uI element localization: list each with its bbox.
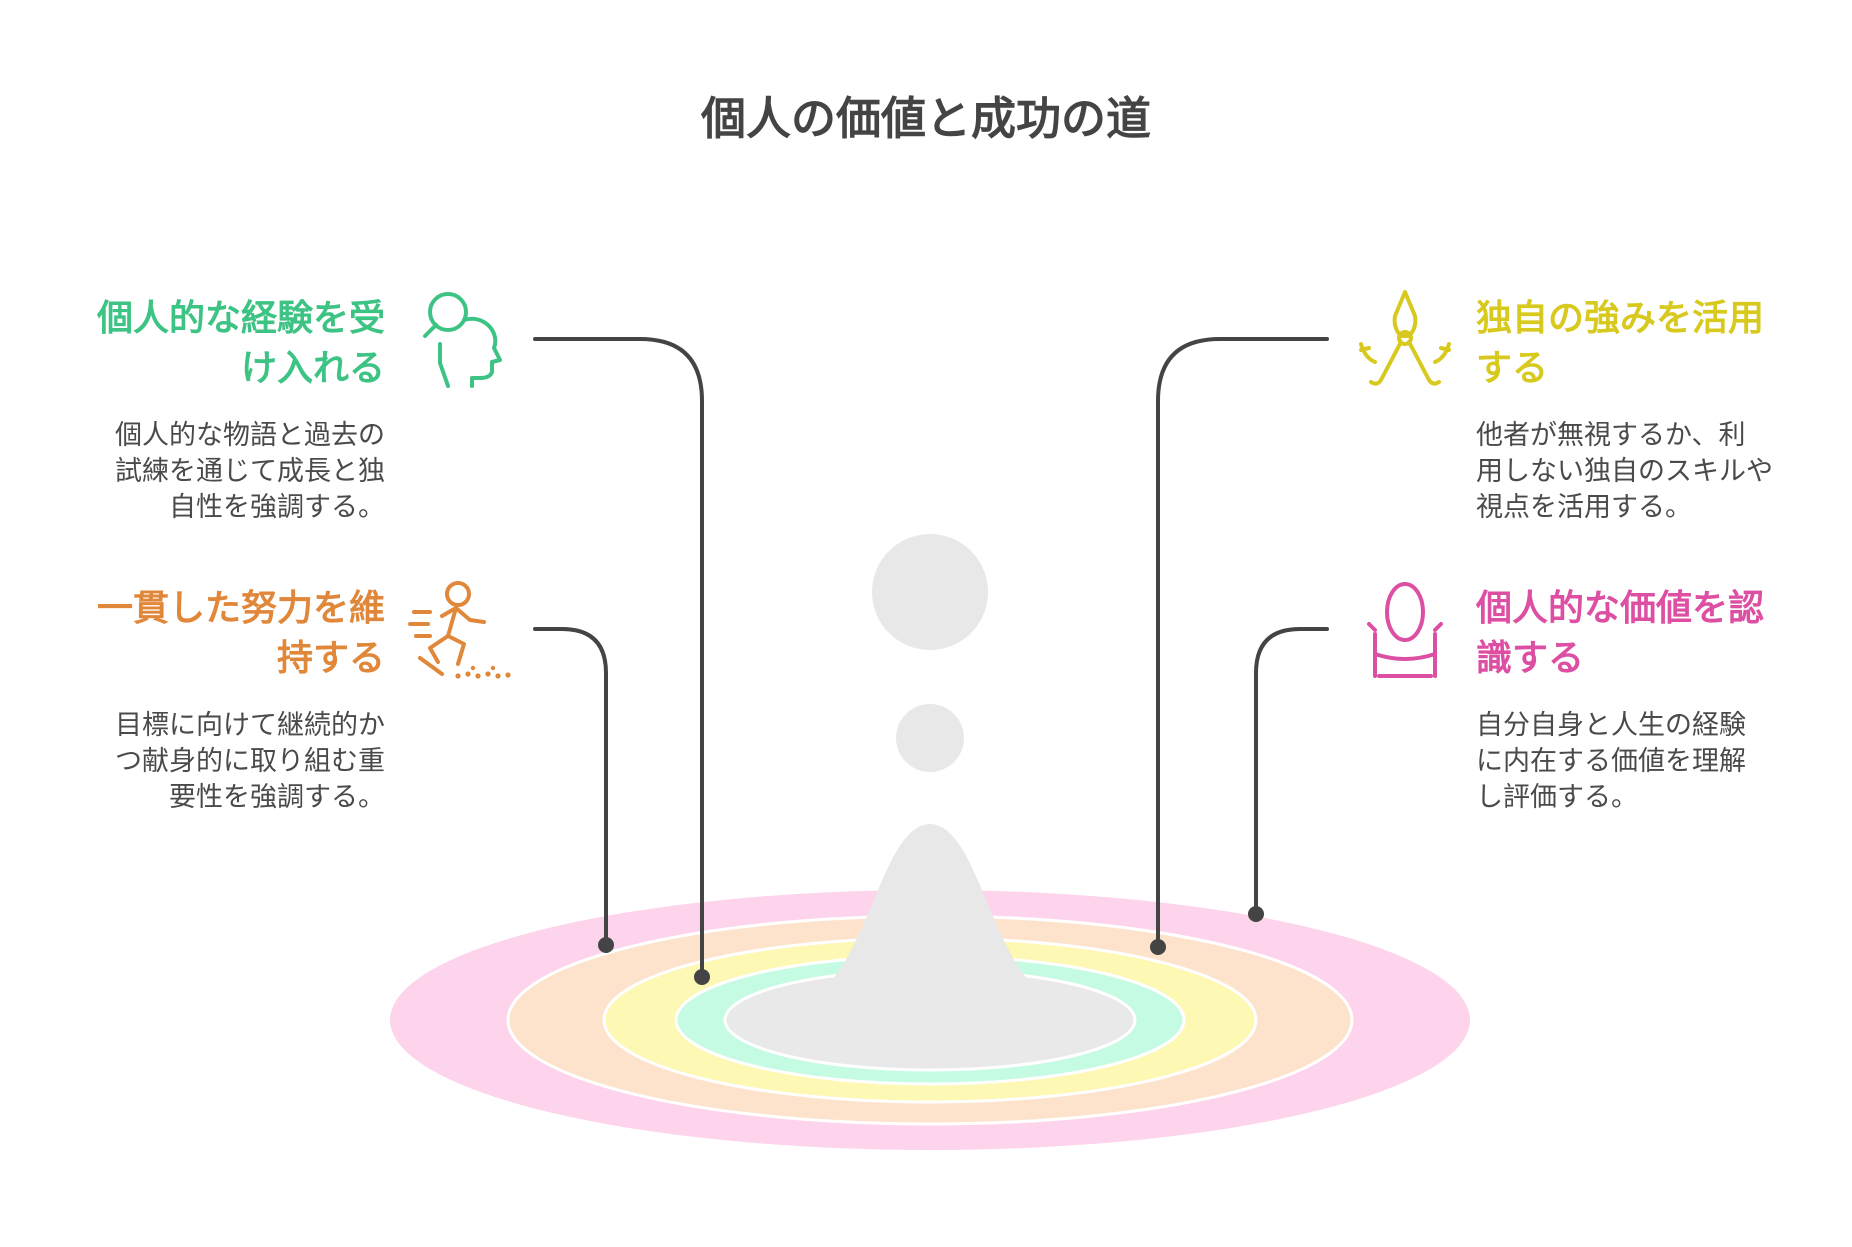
recognize-description-line2: に内在する価値を理解 [1476, 746, 1746, 777]
figure-dot [896, 704, 964, 772]
recognize-heading: 個人的な価値を認 識する [1476, 584, 1836, 684]
connector-effort [533, 627, 608, 947]
strengths-description-line2: 用しない独自のスキルや [1476, 456, 1773, 487]
effort-description-line2: つ献身的に取り組む重 [115, 746, 385, 777]
recognize-description-line1: 自分自身と人生の経験 [1476, 710, 1746, 741]
embrace-heading-line1: 個人的な経験を受 [96, 298, 385, 339]
connector-dot-recognize [1248, 906, 1264, 922]
effort-heading-line2: 持する [276, 638, 385, 679]
embrace-description-line2: 試練を通じて成長と独 [115, 456, 385, 487]
recognize-description-line3: し評価する。 [1476, 782, 1638, 813]
person-head-icon [423, 292, 502, 388]
page-title: 個人の価値と成功の道 [700, 92, 1151, 145]
running-person-icon [408, 581, 511, 679]
strengths-heading: 独自の強みを活用 する [1476, 294, 1836, 394]
effort-heading-line1: 一貫した努力を維 [96, 588, 385, 629]
effort-description: 目標に向けて継続的か つ献身的に取り組む重 要性を強調する。 [20, 708, 385, 816]
connector-embrace [533, 337, 704, 979]
connector-dot-strengths [1150, 939, 1166, 955]
embrace-description-line3: 自性を強調する。 [169, 492, 385, 523]
strengths-heading-line1: 独自の強みを活用 [1476, 298, 1765, 339]
figure-head [872, 534, 988, 650]
embrace-description-line1: 個人的な物語と過去の [115, 420, 385, 451]
connector-strengths [1156, 337, 1329, 949]
strengths-description-line1: 他者が無視するか、利 [1476, 420, 1746, 451]
connector-recognize [1254, 627, 1329, 916]
effort-description-line3: 要性を強調する。 [169, 782, 385, 813]
strengths-heading-line2: する [1476, 348, 1549, 389]
strengths-description-line3: 視点を活用する。 [1476, 492, 1692, 523]
rising-figure-body [806, 824, 1054, 1009]
connector-dot-effort [598, 937, 614, 953]
recognize-description: 自分自身と人生の経験 に内在する価値を理解 し評価する。 [1476, 708, 1836, 816]
connector-dot-embrace [694, 969, 710, 985]
pliers-icon [1359, 290, 1451, 386]
recognize-heading-line1: 個人的な価値を認 [1476, 588, 1765, 629]
recognize-heading-line2: 識する [1476, 638, 1585, 679]
effort-heading: 一貫した努力を維 持する [20, 584, 385, 684]
embrace-description: 個人的な物語と過去の 試練を通じて成長と独 自性を強調する。 [20, 418, 385, 526]
embrace-heading: 個人的な経験を受 け入れる [20, 294, 385, 394]
mirror-icon [1367, 582, 1443, 678]
embrace-heading-line2: け入れる [240, 348, 385, 389]
effort-description-line1: 目標に向けて継続的か [115, 710, 385, 741]
strengths-description: 他者が無視するか、利 用しない独自のスキルや 視点を活用する。 [1476, 418, 1836, 526]
